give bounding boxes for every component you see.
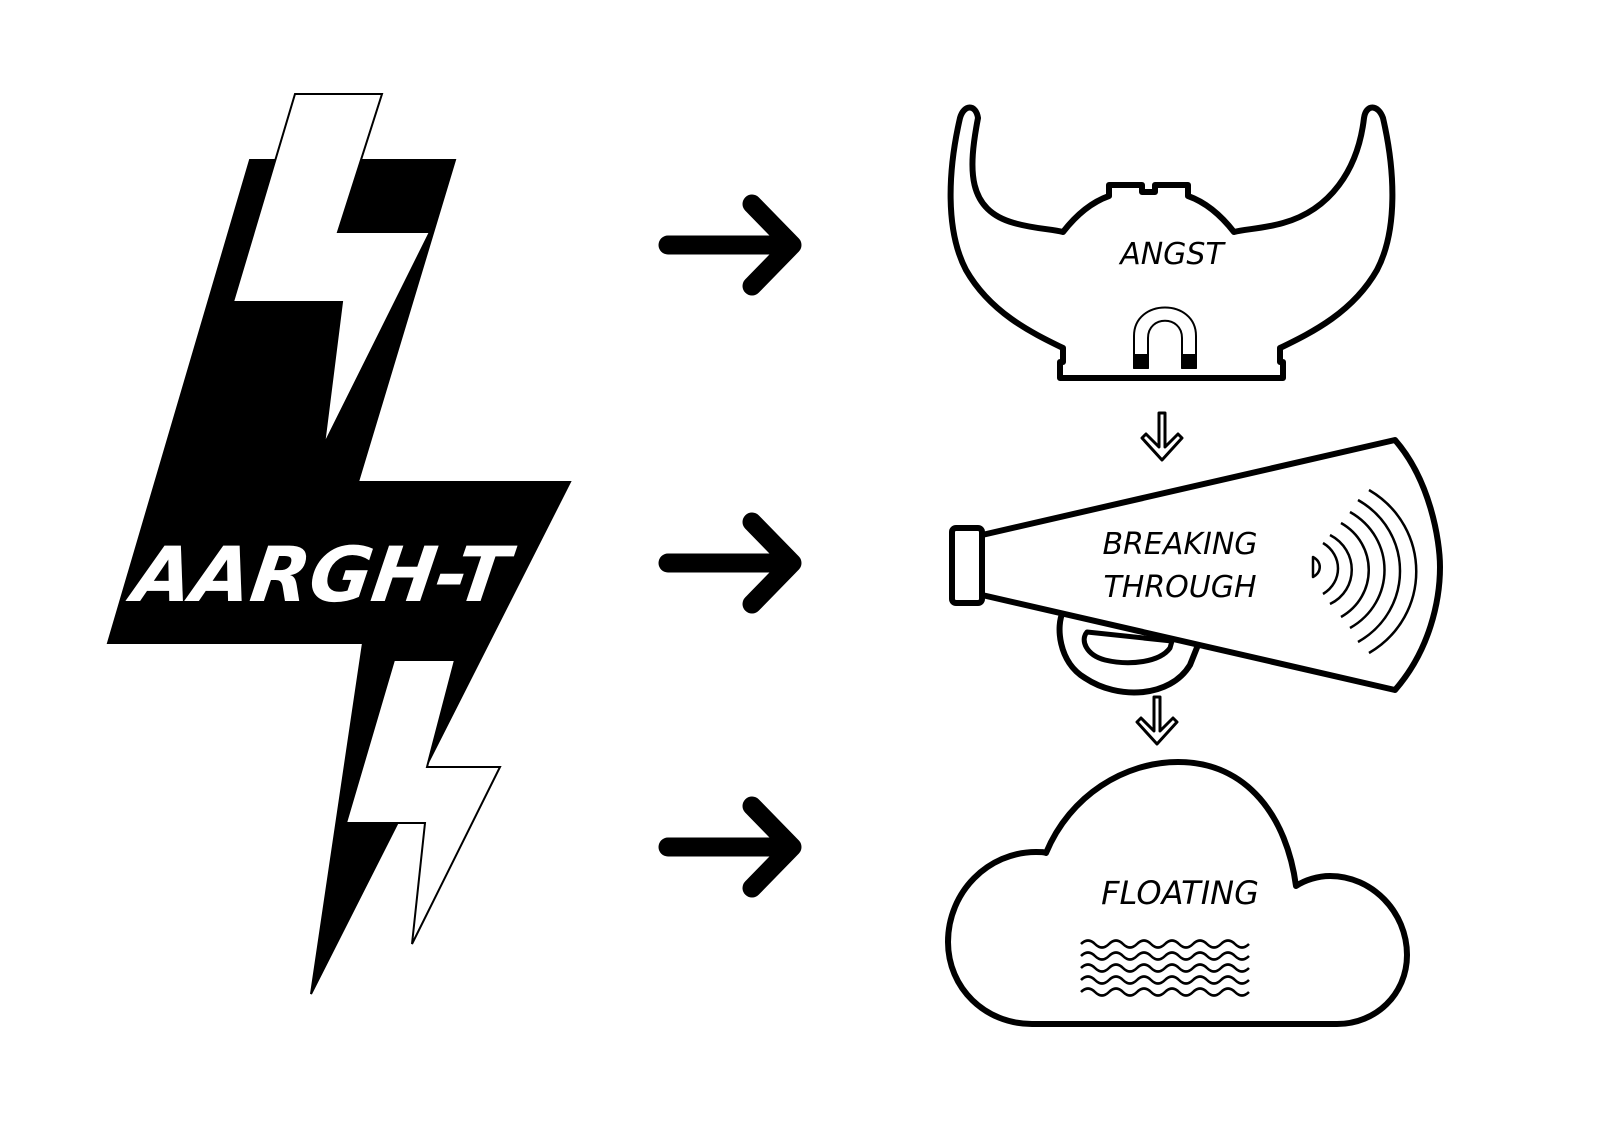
lightning-bolt-lower-flash xyxy=(344,659,502,945)
stage-label-breaking: BREAKING xyxy=(1102,527,1257,562)
stage-label-through: THROUGH xyxy=(1103,570,1256,605)
right-arrow-icon xyxy=(658,796,802,898)
right-arrow-icon xyxy=(658,194,802,296)
lightning-bolt-upper-flash xyxy=(231,93,432,446)
source-label: AARGH-T xyxy=(123,531,521,620)
cloud-icon: FLOATING xyxy=(945,759,1410,1027)
lightning-bolt-black xyxy=(106,159,572,995)
viking-helmet-icon: ANGST xyxy=(947,104,1396,381)
sound-waves-icon xyxy=(1311,488,1418,655)
stage-label-angst: ANGST xyxy=(1118,237,1226,272)
stage-label-floating: FLOATING xyxy=(1101,874,1259,912)
down-arrow-icon xyxy=(1140,411,1184,462)
right-arrow-icon xyxy=(658,512,802,614)
magnet-icon xyxy=(1133,306,1197,369)
megaphone-icon: BREAKING THROUGH xyxy=(949,437,1443,696)
down-arrow-icon xyxy=(1135,695,1179,746)
lightning-bolt-icon: AARGH-T xyxy=(106,93,572,995)
water-waves-icon xyxy=(1080,939,1250,997)
